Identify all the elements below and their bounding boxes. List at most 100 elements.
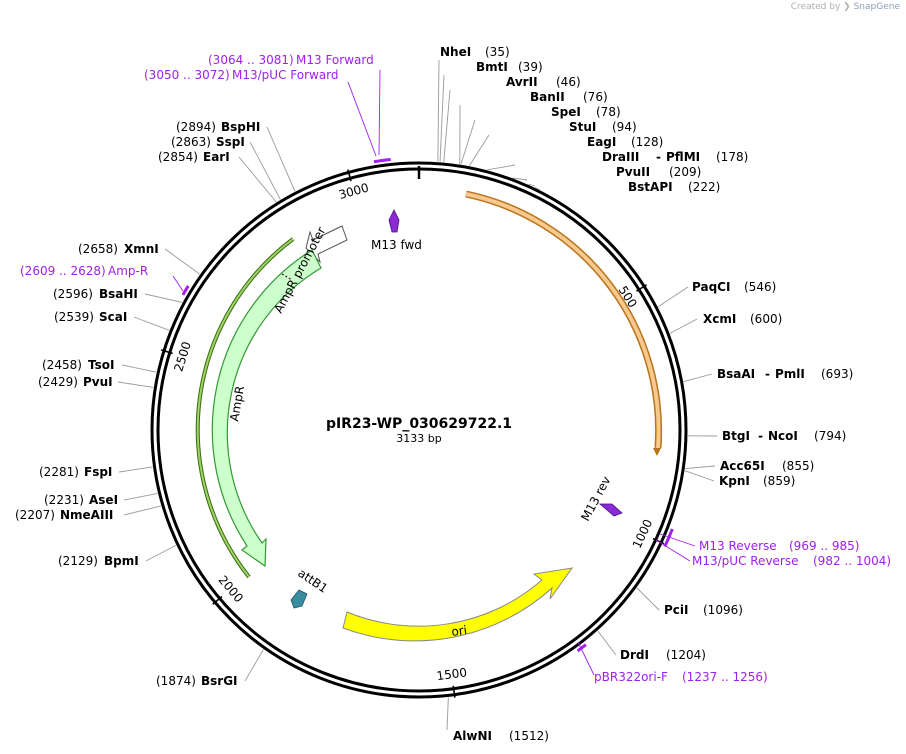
svg-text:(1237 .. 1256): (1237 .. 1256) [682,670,768,684]
svg-text:(35): (35) [485,45,510,59]
site-scai[interactable]: (2539)ScaI [54,310,127,324]
site-eagi[interactable]: EagI(128) [587,135,663,149]
leader-line-859 [684,470,715,482]
svg-text:(1204): (1204) [666,648,706,662]
site-bmti[interactable]: BmtI(39) [476,60,543,74]
site-bsaai-pmli[interactable]: BsaAI-PmlI(693) [717,367,853,381]
svg-text:(222): (222) [688,180,720,194]
ori-arrow [342,567,574,642]
svg-text:SpeI: SpeI [551,105,581,119]
svg-text:DrdI: DrdI [620,648,649,662]
site-acc65i[interactable]: Acc65I(855) [720,459,814,473]
svg-text:PciI: PciI [664,603,689,617]
svg-text:(855): (855) [782,459,814,473]
credit-brand: SnapGene [853,2,900,12]
site-nmeaiii[interactable]: (2207)NmeAIII [15,508,113,522]
site-bsahi[interactable]: (2596)BsaHI [53,287,138,301]
primer-m13-reverse[interactable]: M13 Reverse(969 .. 985) [699,539,859,553]
m13-rev-label: M13 rev [578,474,613,523]
svg-text:-: - [765,367,770,381]
svg-text:Amp-R: Amp-R [108,264,148,278]
site-fspi[interactable]: (2281)FspI [39,465,112,479]
svg-text:AlwNI: AlwNI [453,729,492,743]
site-banii[interactable]: BanII(76) [530,90,608,104]
primer-pbr322ori-f[interactable]: pBR322ori-F (1237 .. 1256) [594,670,768,684]
primer-labels: (3064 .. 3081)M13 Forward (3050 .. 3072)… [20,53,891,684]
svg-text:PvuI: PvuI [83,375,113,389]
svg-text:(1874): (1874) [156,674,196,688]
leader-line-2458 [121,364,157,373]
leader-line-2539 [133,316,170,331]
site-nhei[interactable]: NheI(35) [440,45,510,59]
primer-m13-forward[interactable]: (3064 .. 3081)M13 Forward [208,53,374,67]
leader-line-1874 [244,649,264,682]
svg-text:PvuII: PvuII [616,165,650,179]
site-paqci[interactable]: PaqCI(546) [692,280,776,294]
svg-text:(2596): (2596) [53,287,93,301]
site-tsoi[interactable]: (2458)TsoI [42,358,114,372]
primer-mark-3050 [373,157,391,164]
svg-text:EagI: EagI [587,135,616,149]
svg-text:DraIII: DraIII [602,150,639,164]
site-asei[interactable]: (2231)AseI [44,493,118,507]
site-kpni[interactable]: KpnI(859) [719,474,795,488]
credit-prefix: Created by [790,2,841,12]
svg-text:EarI: EarI [203,150,230,164]
site-drdi[interactable]: DrdI (1204) [620,648,706,662]
site-pcii[interactable]: PciI(1096) [664,603,743,617]
site-xmni[interactable]: (2658)XmnI [78,242,159,256]
svg-text:(209): (209) [669,165,701,179]
svg-text:(794): (794) [814,429,846,443]
svg-text:(94): (94) [612,120,637,134]
leader-line-2129 [145,544,177,562]
svg-text:ScaI: ScaI [99,310,127,324]
site-avrii[interactable]: AvrII(46) [506,75,581,89]
svg-text:XcmI: XcmI [703,312,736,326]
leader-line-2863 [249,141,281,200]
svg-text:pBR322ori-F: pBR322ori-F [594,670,668,684]
site-eari[interactable]: (2854) EarI [158,150,230,164]
primer-m13-puc-reverse[interactable]: M13/pUC Reverse(982 .. 1004) [692,554,891,568]
site-alwni[interactable]: AlwNI(1512) [453,729,549,743]
svg-text:(178): (178) [716,150,748,164]
svg-text:(2281): (2281) [39,465,79,479]
tick-label-3000: 3000 [337,180,370,202]
site-stui[interactable]: StuI (94) [569,120,637,134]
site-btgi-ncoi[interactable]: BtgI-NcoI(794) [722,429,846,443]
snapgene-credit: Created by ❯ SnapGene [791,2,900,12]
plasmid-length: 3133 bp [396,432,441,445]
leader-line-2281 [118,466,153,473]
svg-text:BmtI: BmtI [476,60,508,74]
svg-text:M13 Reverse: M13 Reverse [699,539,777,553]
svg-text:(2854): (2854) [158,150,198,164]
leader-line-2596 [144,293,183,303]
site-spei[interactable]: SpeI (78) [551,105,621,119]
svg-text:SspI: SspI [216,135,245,149]
svg-text:KpnI: KpnI [719,474,750,488]
svg-text:StuI: StuI [569,120,596,134]
svg-text:(2863): (2863) [171,135,211,149]
svg-text:BtgI: BtgI [722,429,750,443]
leader-line-78 [460,119,476,165]
site-bpmi[interactable]: (2129)BpmI [58,554,139,568]
primer-amp-r[interactable]: (2609 .. 2628)Amp-R [20,264,148,278]
svg-text:BpmI: BpmI [104,554,139,568]
site-pvuii[interactable]: PvuII (209) [616,165,701,179]
site-pvui[interactable]: (2429)PvuI [38,375,113,389]
site-bstapi[interactable]: BstAPI(222) [628,180,720,194]
primer-leader-3050 [378,69,381,156]
svg-text:AseI: AseI [89,493,118,507]
svg-text:BanII: BanII [530,90,565,104]
leader-line-46 [443,89,451,163]
site-bsphi[interactable]: (2894)BspHI [176,120,260,134]
svg-text:(2894): (2894) [176,120,216,134]
site-bsrgi[interactable]: (1874)BsrGI [156,674,238,688]
site-sspi[interactable]: (2863) SspI [171,135,245,149]
svg-text:(78): (78) [596,105,621,119]
primer-m13-puc-forward[interactable]: (3050 .. 3072)M13/pUC Forward [144,68,339,82]
ampr-label: AmpR [227,385,247,423]
site-xcmi[interactable]: XcmI(600) [703,312,782,326]
svg-text:M13/pUC Reverse: M13/pUC Reverse [692,554,799,568]
site-draiii-pflmi[interactable]: DraIII-PflMI(178) [602,150,748,164]
